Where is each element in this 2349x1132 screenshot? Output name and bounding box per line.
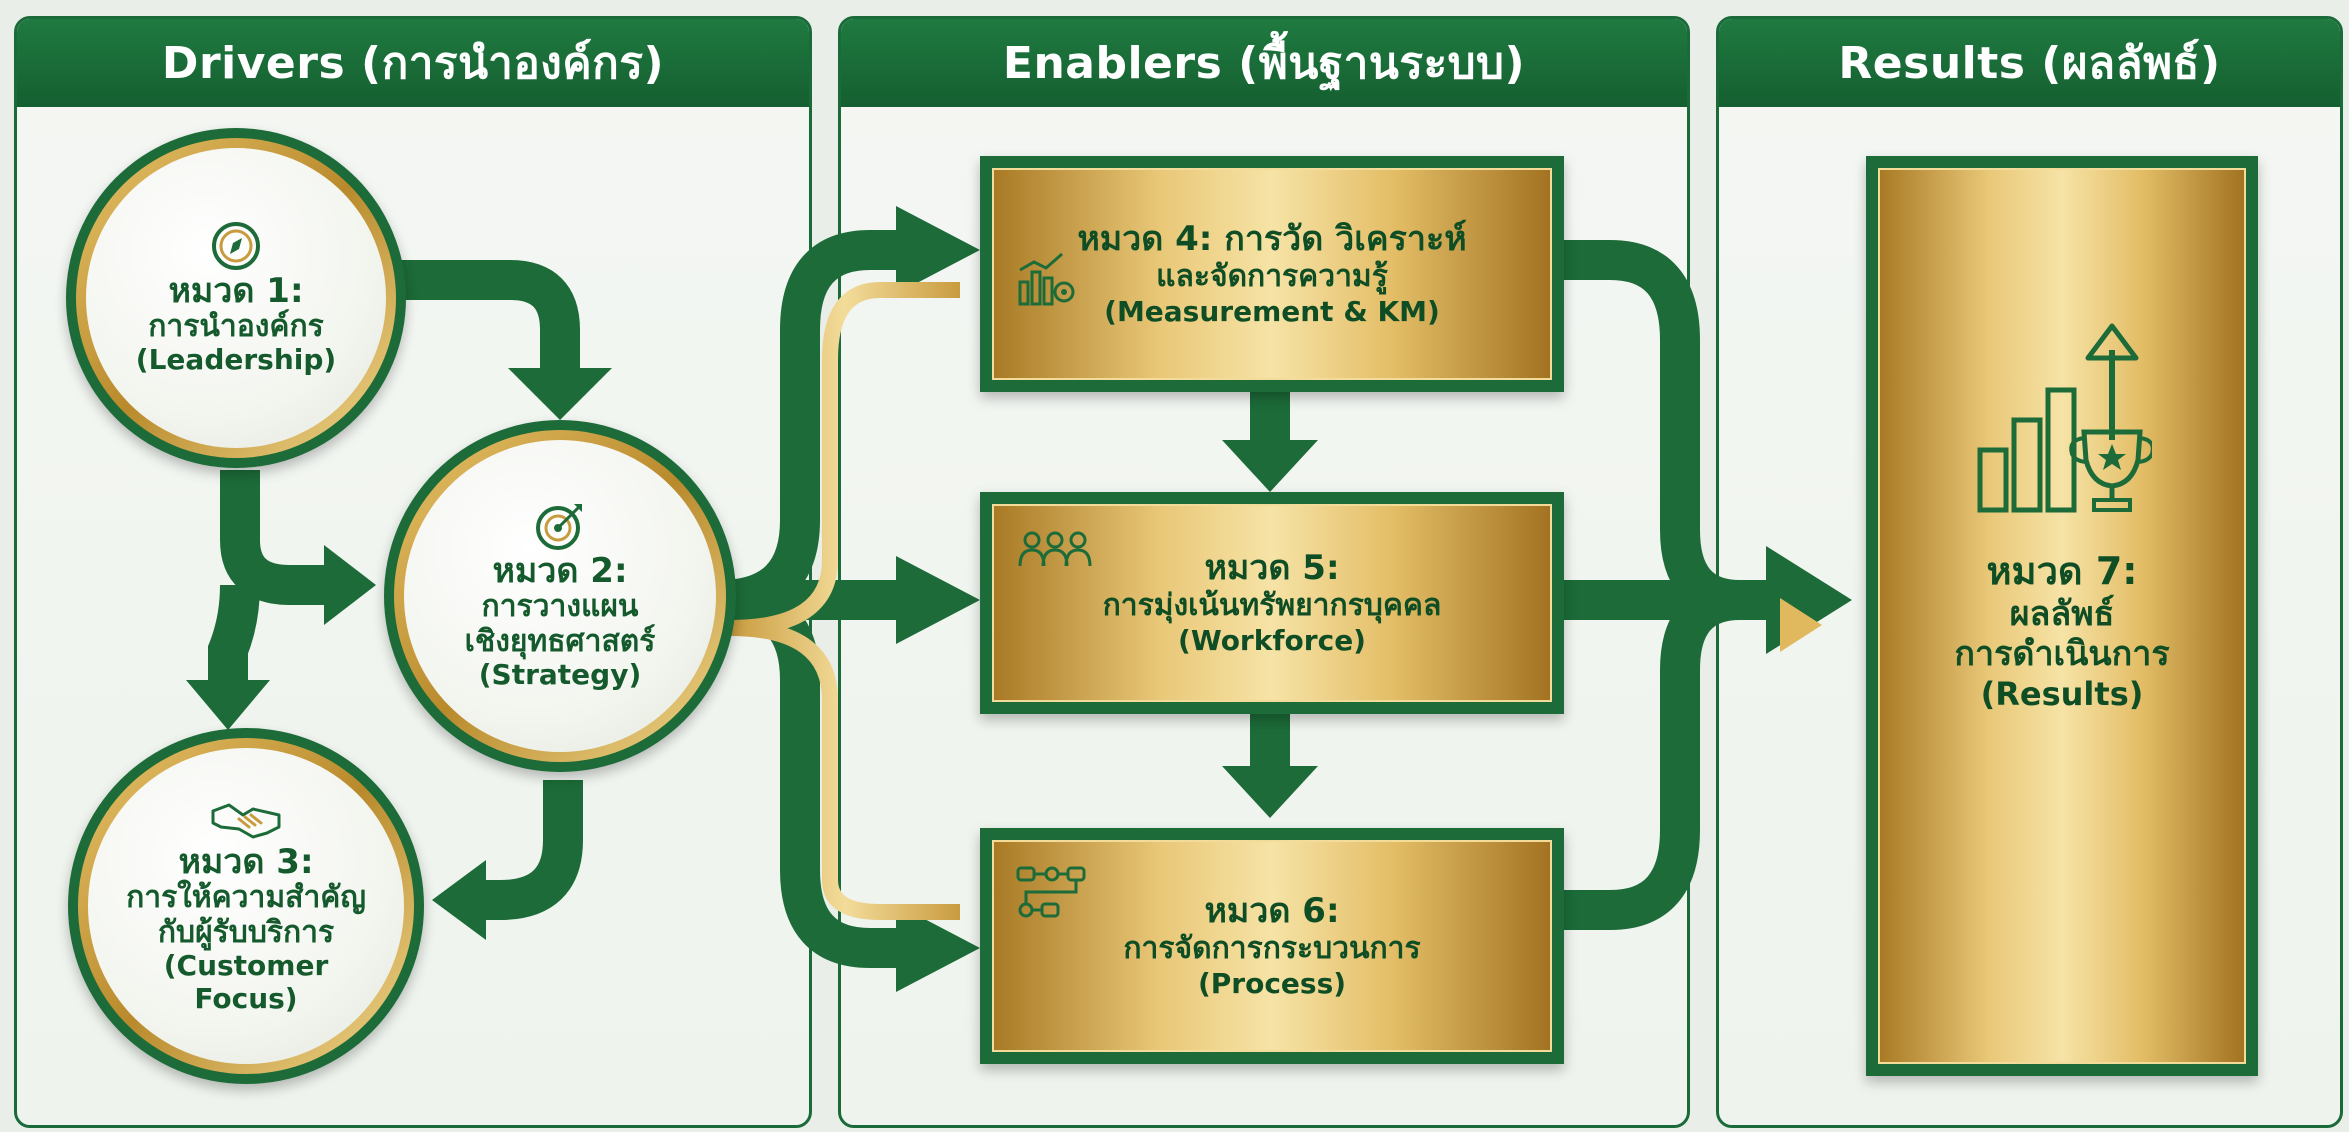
category-6-title: หมวด 6: [1204,890,1340,931]
category-4-measurement-km: หมวด 4: การวัด วิเคราะห์ และจัดการความรู… [980,156,1564,392]
enablers-header: Enablers (พื้นฐานระบบ) [841,19,1687,107]
category-5-subtitle: (Workforce) [1178,623,1366,657]
category-5-label: การมุ่งเน้นทรัพยากรบุคคล [1102,587,1442,623]
category-7-subtitle: (Results) [1980,675,2144,714]
category-5-title: หมวด 5: [1204,547,1340,588]
arrow-cat2-to-enablers-gold [729,282,960,920]
category-6-label: การจัดการกระบวนการ [1123,930,1421,966]
process-flow-icon [1016,864,1086,920]
results-header: Results (ผลลัพธ์) [1719,19,2340,107]
category-2-subtitle: (Strategy) [478,658,642,692]
analytics-icon [1016,248,1080,312]
trophy-growth-icon [1972,320,2152,520]
category-3-subtitle-line1: (Customer [163,949,329,983]
arrow-cat4-to-cat5 [1222,386,1318,492]
category-2-title: หมวด 2: [492,551,628,592]
category-6-subtitle: (Process) [1197,966,1347,1000]
arrow-cat5-to-cat6 [1222,712,1318,818]
people-icon [1018,530,1092,572]
category-3-customer-focus: หมวด 3: การให้ความสำคัญ กับผู้รับบริการ … [68,728,424,1084]
category-2-strategy: หมวด 2: การวางแผน เชิงยุทธศาสตร์ (Strate… [384,420,736,772]
category-7-label-line1: ผลลัพธ์ [2009,593,2115,634]
category-3-title: หมวด 3: [178,842,314,883]
target-icon [534,500,586,552]
category-1-subtitle: (Leadership) [135,343,337,377]
category-7-results: หมวด 7: ผลลัพธ์ การดำเนินการ (Results) [1866,156,2258,1076]
category-7-label-line2: การดำเนินการ [1954,634,2170,675]
category-6-process: หมวด 6: การจัดการกระบวนการ (Process) [980,828,1564,1064]
arrow-cat1-to-cat2 [398,260,612,420]
arrow-enablers-to-results [1560,240,1852,930]
arrow-cat1-split [186,470,376,730]
category-1-title: หมวด 1: [168,270,304,311]
handshake-icon [209,797,283,843]
compass-icon [210,220,262,272]
category-1-leadership: หมวด 1: การนำองค์กร (Leadership) [66,128,406,468]
category-1-label: การนำองค์กร [148,308,324,344]
category-3-label-line2: กับผู้รับบริการ [157,914,335,950]
category-2-label-line2: เชิงยุทธศาสตร์ [464,623,656,659]
arrow-cat2-to-cat3 [432,780,583,940]
category-5-workforce: หมวด 5: การมุ่งเน้นทรัพยากรบุคคล (Workfo… [980,492,1564,714]
category-4-subtitle: (Measurement & KM) [1104,294,1440,328]
category-3-subtitle-line2: Focus) [194,981,298,1015]
category-4-label-line1: หมวด 4: การวัด วิเคราะห์ [1077,218,1467,259]
category-2-label-line1: การวางแผน [481,589,639,625]
category-3-label-line1: การให้ความสำคัญ [126,880,366,916]
drivers-header: Drivers (การนำองค์กร) [17,19,809,107]
category-4-label-line2: และจัดการความรู้ [1156,258,1388,294]
arrow-cat2-to-enablers-green [719,206,980,992]
category-7-title: หมวด 7: [1986,549,2138,593]
